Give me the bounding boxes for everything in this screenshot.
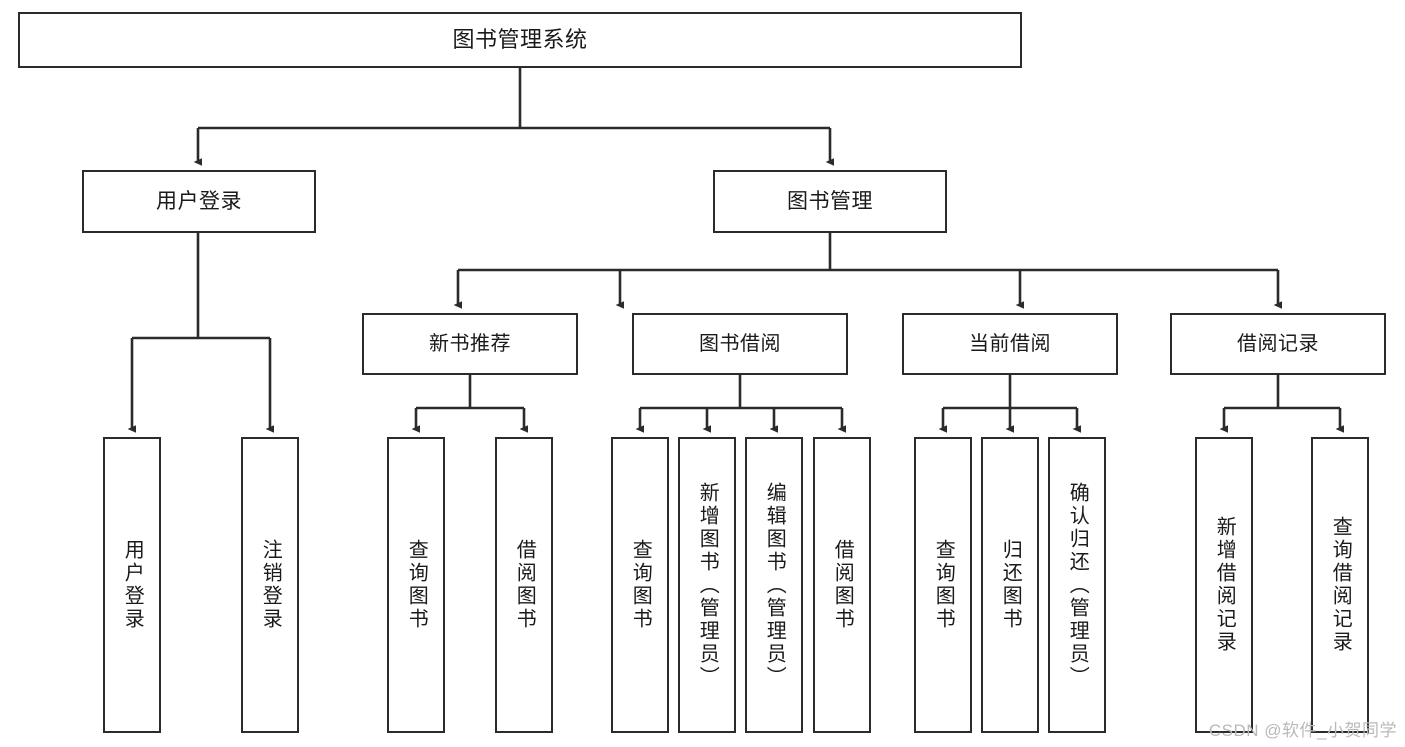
node-label: 查询借阅记录 — [1329, 516, 1352, 654]
node-book-borrow[interactable]: 图书借阅 — [632, 313, 848, 375]
leaf-edit-book-admin[interactable]: 编辑图书（管理员） — [745, 437, 803, 733]
node-label: 图书管理系统 — [452, 26, 588, 52]
leaf-query-borrow-record[interactable]: 查询借阅记录 — [1311, 437, 1369, 733]
leaf-add-borrow-record[interactable]: 新增借阅记录 — [1195, 437, 1253, 733]
leaf-confirm-return-admin[interactable]: 确认归还（管理员） — [1048, 437, 1106, 733]
node-label: 新增图书（管理员） — [696, 481, 719, 689]
node-label: 查询图书 — [405, 539, 428, 631]
node-label: 新增借阅记录 — [1213, 516, 1236, 654]
node-label: 图书借阅 — [699, 332, 781, 355]
node-label: 注销登录 — [259, 539, 282, 631]
node-new-book-recommend[interactable]: 新书推荐 — [362, 313, 578, 375]
leaf-borrow-book-recommend[interactable]: 借阅图书 — [495, 437, 553, 733]
node-label: 图书管理 — [787, 189, 873, 213]
leaf-user-login[interactable]: 用户登录 — [103, 437, 161, 733]
leaf-add-book-admin[interactable]: 新增图书（管理员） — [678, 437, 736, 733]
node-label: 查询图书 — [629, 539, 652, 631]
node-label: 用户登录 — [156, 189, 242, 213]
node-label: 新书推荐 — [429, 332, 511, 355]
leaf-query-book[interactable]: 查询图书 — [611, 437, 669, 733]
leaf-borrow-book[interactable]: 借阅图书 — [813, 437, 871, 733]
leaf-query-book-recommend[interactable]: 查询图书 — [387, 437, 445, 733]
node-label: 借阅图书 — [831, 539, 854, 631]
node-root-system[interactable]: 图书管理系统 — [18, 12, 1022, 68]
node-label: 当前借阅 — [969, 332, 1051, 355]
node-borrow-record[interactable]: 借阅记录 — [1170, 313, 1386, 375]
leaf-logout[interactable]: 注销登录 — [241, 437, 299, 733]
node-current-borrow[interactable]: 当前借阅 — [902, 313, 1118, 375]
leaf-query-book-current[interactable]: 查询图书 — [914, 437, 972, 733]
node-label: 编辑图书（管理员） — [763, 481, 786, 689]
node-book-management[interactable]: 图书管理 — [713, 170, 947, 233]
leaf-return-book[interactable]: 归还图书 — [981, 437, 1039, 733]
node-label: 借阅记录 — [1237, 332, 1319, 355]
node-label: 查询图书 — [932, 539, 955, 631]
node-user-login[interactable]: 用户登录 — [82, 170, 316, 233]
node-label: 借阅图书 — [513, 539, 536, 631]
node-label: 归还图书 — [999, 539, 1022, 631]
node-label: 确认归还（管理员） — [1066, 481, 1089, 689]
watermark: CSDN @软件_小贺同学 — [1208, 721, 1397, 740]
node-label: 用户登录 — [121, 539, 144, 631]
